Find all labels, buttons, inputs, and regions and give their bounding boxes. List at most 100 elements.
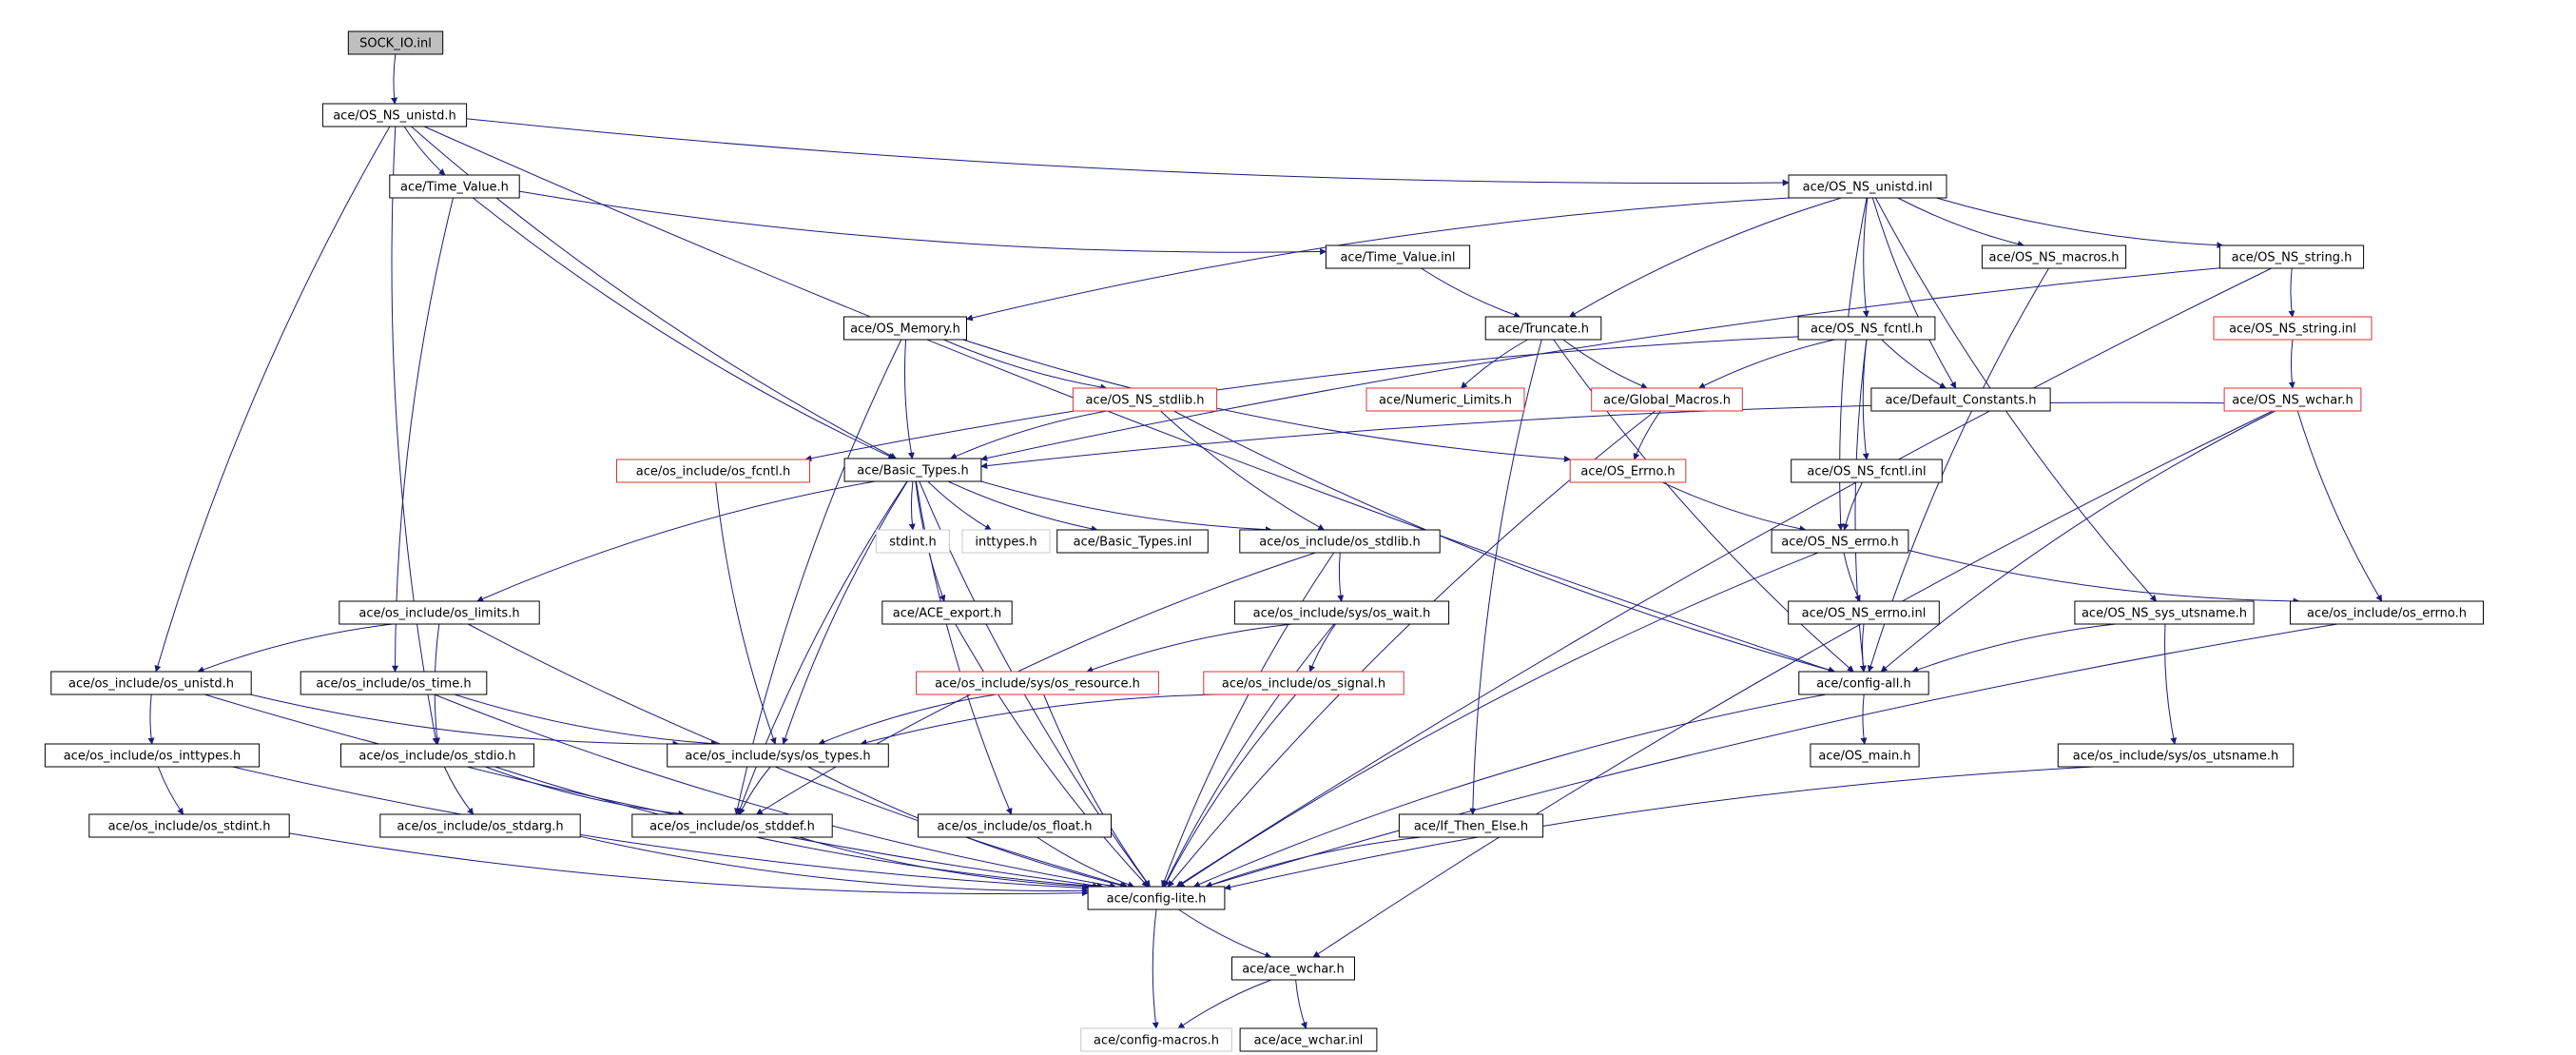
- node-label: ace/Time_Value.inl: [1340, 251, 1455, 265]
- node-if-then-else-h[interactable]: ace/If_Then_Else.h: [1398, 813, 1544, 838]
- node-os-ns-unistd-inl[interactable]: ace/OS_NS_unistd.inl: [1788, 174, 1947, 199]
- node-label: ace/OS_NS_errno.h: [1781, 536, 1899, 550]
- node-os-memory-h[interactable]: ace/OS_Memory.h: [843, 316, 967, 341]
- node-os-ns-errno-h[interactable]: ace/OS_NS_errno.h: [1771, 529, 1909, 554]
- node-box: [339, 600, 540, 625]
- node-label: ace/Basic_Types.h: [857, 464, 968, 479]
- node-time-value-h[interactable]: ace/Time_Value.h: [389, 174, 520, 199]
- node-os-errno-h[interactable]: ace/OS_Errno.h: [1569, 459, 1687, 483]
- edge-basic_types_h-to-os_include_os_limits_h: [476, 480, 876, 602]
- node-numeric-limits-h[interactable]: ace/Numeric_Limits.h: [1365, 387, 1525, 412]
- node-sock-io-inl[interactable]: SOCK_IO.inl: [347, 30, 444, 55]
- node-os-ns-errno-inl[interactable]: ace/OS_NS_errno.inl: [1788, 600, 1940, 625]
- node-box: [379, 813, 581, 838]
- node-os-include-os-stdlib-h[interactable]: ace/os_include/os_stdlib.h: [1239, 529, 1441, 554]
- node-os-include-os-inttypes-h[interactable]: ace/os_include/os_inttypes.h: [44, 743, 261, 768]
- edge-os_ns_unistd_h-to-os_include_os_unistd_h: [154, 126, 391, 673]
- node-basic-types-inl[interactable]: ace/Basic_Types.inl: [1056, 529, 1209, 554]
- edge-os_ns_fcntl_inl-to-os_ns_errno_h: [1842, 481, 1863, 531]
- node-label: ace/Numeric_Limits.h: [1379, 394, 1512, 408]
- node-global-macros-h[interactable]: ace/Global_Macros.h: [1591, 387, 1743, 412]
- node-config-all-h[interactable]: ace/config-all.h: [1798, 671, 1929, 695]
- edge-basic_types_h-to-os_include_sys_os_types_h: [782, 480, 908, 745]
- edge-config_lite_h-to-config_macros_h: [1152, 908, 1159, 1029]
- edge-os_ns_wchar_h-to-os_include_os_errno_h: [2296, 410, 2383, 602]
- node-os-include-os-float-h[interactable]: ace/os_include/os_float.h: [918, 813, 1112, 838]
- node-default-constants-h[interactable]: ace/Default_Constants.h: [1870, 387, 2051, 412]
- node-os-include-os-stdint-h[interactable]: ace/os_include/os_stdint.h: [88, 813, 290, 838]
- node-ace-export-h[interactable]: ace/ACE_export.h: [881, 600, 1013, 625]
- node-label: ace/OS_NS_stdlib.h: [1086, 394, 1205, 408]
- edge-time_value_inl-to-truncate_h: [1421, 267, 1521, 319]
- edge-config_all_h-to-config_lite_h: [1192, 694, 1827, 888]
- node-truncate-h[interactable]: ace/Truncate.h: [1484, 316, 1602, 341]
- node-box: [1203, 671, 1404, 695]
- edge-os_include_os_stdio_h-to-os_include_os_stddef_h: [485, 766, 686, 817]
- node-box: [1239, 529, 1441, 554]
- node-os-include-os-stdarg-h[interactable]: ace/os_include/os_stdarg.h: [379, 813, 581, 838]
- edge-os_memory_h-to-basic_types_h: [903, 339, 915, 459]
- edge-truncate_h-to-config_all_h: [1553, 339, 1854, 673]
- edge-os_ns_string_h-to-basic_types_h: [980, 267, 2220, 461]
- node-box: [321, 103, 468, 127]
- node-stdint-h[interactable]: stdint.h: [875, 529, 951, 554]
- node-label: ace/OS_NS_sys_utsname.h: [2082, 607, 2247, 621]
- node-box: [916, 671, 1159, 695]
- node-config-lite-h[interactable]: ace/config-lite.h: [1087, 886, 1226, 910]
- node-box: [1056, 529, 1209, 554]
- edge-basic_types_h-to-inttypes_h: [927, 480, 992, 531]
- node-os-ns-fcntl-h[interactable]: ace/OS_NS_fcntl.h: [1797, 316, 1936, 341]
- node-os-ns-unistd-h[interactable]: ace/OS_NS_unistd.h: [321, 103, 468, 127]
- edge-os_ns_sys_utsname_h-to-config_all_h: [1911, 623, 2116, 674]
- node-os-include-os-signal-h[interactable]: ace/os_include/os_signal.h: [1203, 671, 1404, 695]
- node-box: [843, 458, 982, 482]
- edge-os_include_os_inttypes_h-to-os_include_os_stdint_h: [157, 766, 184, 815]
- node-os-include-sys-os-wait-h[interactable]: ace/os_include/sys/os_wait.h: [1233, 600, 1450, 625]
- node-os-include-os-unistd-h[interactable]: ace/os_include/os_unistd.h: [50, 671, 252, 695]
- edge-os_ns_unistd_inl-to-default_constants_h: [1871, 197, 1957, 389]
- node-ace-wchar-h[interactable]: ace/ace_wchar.h: [1231, 956, 1355, 981]
- node-label: ace/os_include/sys/os_utsname.h: [2073, 750, 2278, 764]
- edge-os_ns_unistd_inl-to-os_ns_string_h: [1936, 197, 2224, 249]
- node-os-include-os-stdio-h[interactable]: ace/os_include/os_stdio.h: [340, 743, 534, 768]
- edge-os_include_os_stdlib_h-to-os_include_os_stddef_h: [756, 552, 1316, 815]
- node-os-include-sys-os-resource-h[interactable]: ace/os_include/sys/os_resource.h: [916, 671, 1159, 695]
- edge-os_ns_string_inl-to-os_ns_wchar_h: [2288, 339, 2295, 389]
- edge-os_include_os_errno_h-to-config_lite_h: [1205, 623, 2338, 889]
- node-config-macros-h[interactable]: ace/config-macros.h: [1080, 1027, 1232, 1052]
- edge-os_ns_fcntl_h-to-global_macros_h: [1697, 339, 1835, 389]
- node-box: [1798, 671, 1929, 695]
- edge-time_value_h-to-time_value_inl: [519, 190, 1327, 256]
- node-os-main-h[interactable]: ace/OS_main.h: [1810, 743, 1920, 768]
- node-time-value-inl[interactable]: ace/Time_Value.inl: [1325, 244, 1471, 269]
- node-label: ace/os_include/os_stdarg.h: [397, 820, 563, 834]
- node-os-ns-macros-h[interactable]: ace/OS_NS_macros.h: [1981, 244, 2127, 269]
- node-os-include-os-limits-h[interactable]: ace/os_include/os_limits.h: [339, 600, 540, 625]
- node-os-ns-string-inl[interactable]: ace/OS_NS_string.inl: [2213, 316, 2373, 341]
- node-os-include-sys-os-types-h[interactable]: ace/os_include/sys/os_types.h: [667, 743, 889, 768]
- node-os-include-os-errno-h[interactable]: ace/os_include/os_errno.h: [2290, 600, 2484, 625]
- node-os-include-os-stddef-h[interactable]: ace/os_include/os_stddef.h: [631, 813, 833, 838]
- node-ace-wchar-inl[interactable]: ace/ace_wchar.inl: [1239, 1027, 1378, 1052]
- edge-ace_wchar_h-to-config_macros_h: [1177, 979, 1272, 1029]
- node-basic-types-h[interactable]: ace/Basic_Types.h: [843, 458, 982, 482]
- node-os-ns-stdlib-h[interactable]: ace/OS_NS_stdlib.h: [1072, 387, 1218, 412]
- edge-os_ns_fcntl_h-to-default_constants_h: [1881, 339, 1947, 389]
- node-box: [1788, 174, 1947, 199]
- edge-os_include_os_unistd_h-to-os_include_sys_os_types_h: [249, 694, 680, 748]
- node-os-ns-fcntl-inl[interactable]: ace/OS_NS_fcntl.inl: [1791, 459, 1943, 483]
- node-label: ace/ACE_export.h: [893, 607, 1001, 621]
- edge-basic_types_h-to-os_include_os_float_h: [915, 480, 1013, 815]
- node-os-include-sys-os-utsname-h[interactable]: ace/os_include/sys/os_utsname.h: [2057, 743, 2295, 768]
- node-os-ns-wchar-h[interactable]: ace/OS_NS_wchar.h: [2223, 387, 2362, 412]
- edge-os_include_os_stdio_h-to-config_lite_h: [494, 766, 1100, 890]
- edge-os_include_os_stdio_h-to-os_include_os_stdarg_h: [443, 766, 475, 815]
- nodes-layer: SOCK_IO.inl ace/OS_NS_unistd.h ace/Time_Va…: [44, 30, 2484, 1052]
- node-os-include-os-time-h[interactable]: ace/os_include/os_time.h: [300, 671, 488, 695]
- node-os-ns-string-h[interactable]: ace/OS_NS_string.h: [2218, 244, 2365, 269]
- edge-os_include_os_time_h-to-config_lite_h: [434, 694, 1117, 889]
- node-label: ace/os_include/sys/os_wait.h: [1253, 607, 1431, 621]
- node-os-ns-sys-utsname-h[interactable]: ace/OS_NS_sys_utsname.h: [2074, 600, 2255, 625]
- node-inttypes-h[interactable]: inttypes.h: [961, 529, 1051, 554]
- node-os-include-os-fcntl-h[interactable]: ace/os_include/os_fcntl.h: [616, 459, 810, 483]
